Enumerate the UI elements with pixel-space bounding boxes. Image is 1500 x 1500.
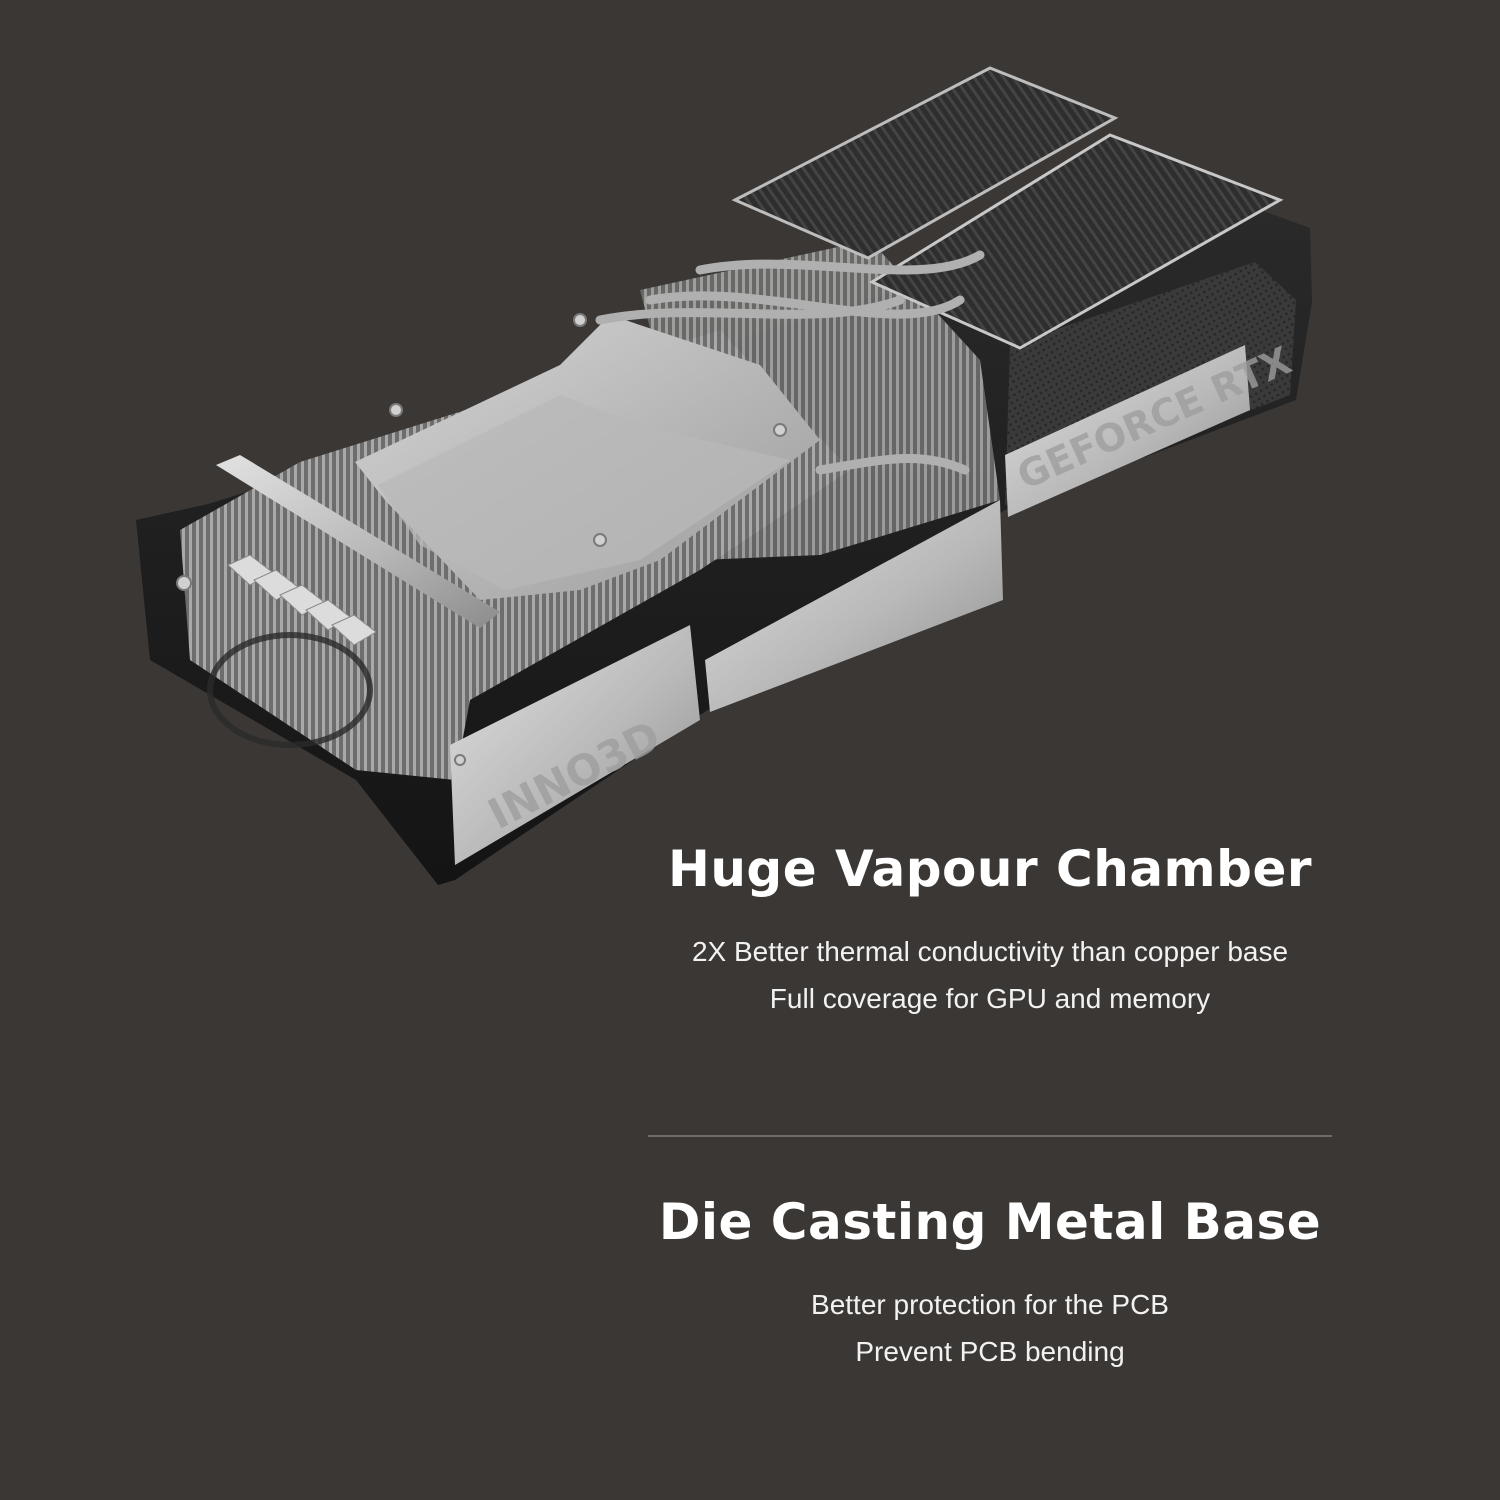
- feature-line: 2X Better thermal conductivity than copp…: [691, 936, 1289, 967]
- feature-title: Huge Vapour Chamber: [667, 840, 1313, 898]
- top-fin-plate-rear: [731, 66, 1119, 260]
- base-side-rail-left: [450, 625, 700, 865]
- screws: [176, 313, 787, 766]
- feature-title: Die Casting Metal Base: [658, 1193, 1322, 1251]
- feature-description: 2X Better thermal conductivity than copp…: [648, 928, 1332, 1022]
- top-fin-plate-front: [868, 133, 1284, 350]
- heat-pipes: [595, 250, 985, 475]
- feature-description: Better protection for the PCB Prevent PC…: [648, 1281, 1332, 1375]
- feature-line: Prevent PCB bending: [855, 1336, 1125, 1367]
- feature-line: Better protection for the PCB: [811, 1289, 1169, 1320]
- section-divider: [648, 1135, 1332, 1137]
- base-side-rail-right: [1005, 345, 1250, 517]
- base-side-rail-middle: [705, 500, 1003, 712]
- fin-tabs: [227, 554, 377, 646]
- graphics-card-cooler-illustration: INNO3D GEFORCE RTX: [136, 66, 1312, 885]
- fan-outline: [207, 632, 373, 748]
- feature-metal-base: Die Casting Metal Base Better protection…: [648, 1193, 1332, 1375]
- feature-vapour-chamber: Huge Vapour Chamber 2X Better thermal co…: [648, 840, 1332, 1022]
- vapour-chamber-cap: [378, 395, 790, 590]
- feature-line: Full coverage for GPU and memory: [769, 983, 1211, 1014]
- left-fin-rail: [216, 455, 500, 628]
